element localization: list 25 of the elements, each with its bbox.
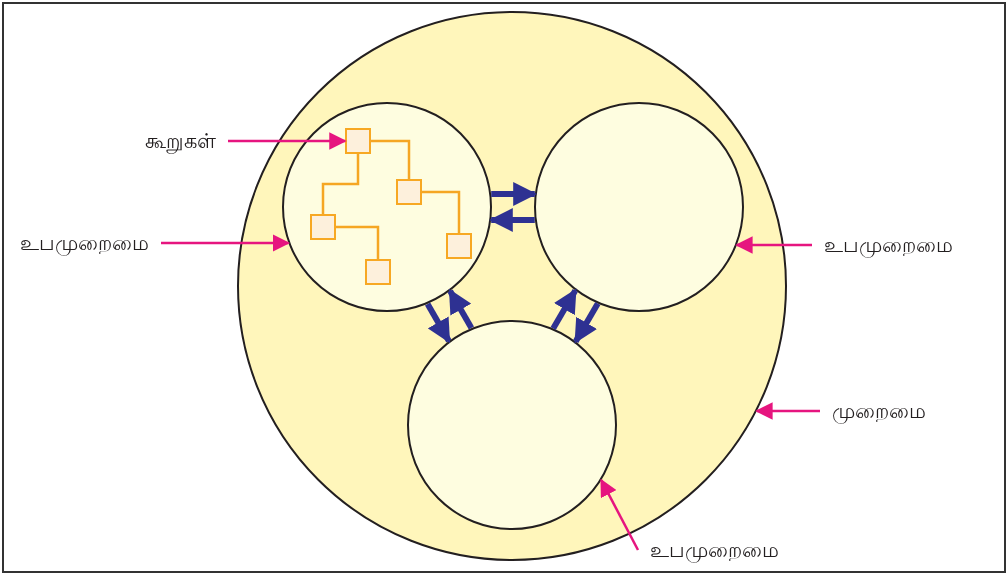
arrow [447, 288, 474, 330]
connector-line [321, 154, 360, 214]
callout-label: உபமுறைமை [20, 230, 149, 256]
leader-line [755, 402, 820, 420]
connector-line [336, 225, 380, 259]
leader-line [228, 132, 347, 150]
arrow [488, 208, 535, 232]
callout-label: உபமுறைமை [650, 537, 779, 563]
leader-line [735, 236, 812, 254]
arrow [425, 302, 452, 344]
component-square [365, 259, 391, 285]
leader-line [161, 234, 291, 252]
leader-line [600, 478, 640, 551]
component-square [345, 128, 371, 154]
component-square [396, 179, 422, 205]
callout-label: முறைமை [832, 398, 926, 424]
arrow [491, 182, 538, 206]
callout-label: உபமுறைமை [824, 232, 953, 258]
connector-line [371, 139, 411, 179]
arrow [550, 288, 578, 330]
arrow [573, 302, 601, 344]
callout-label: கூறுகள் [145, 128, 216, 154]
connector-line [422, 190, 461, 233]
component-square [310, 214, 336, 240]
component-square [446, 233, 472, 259]
